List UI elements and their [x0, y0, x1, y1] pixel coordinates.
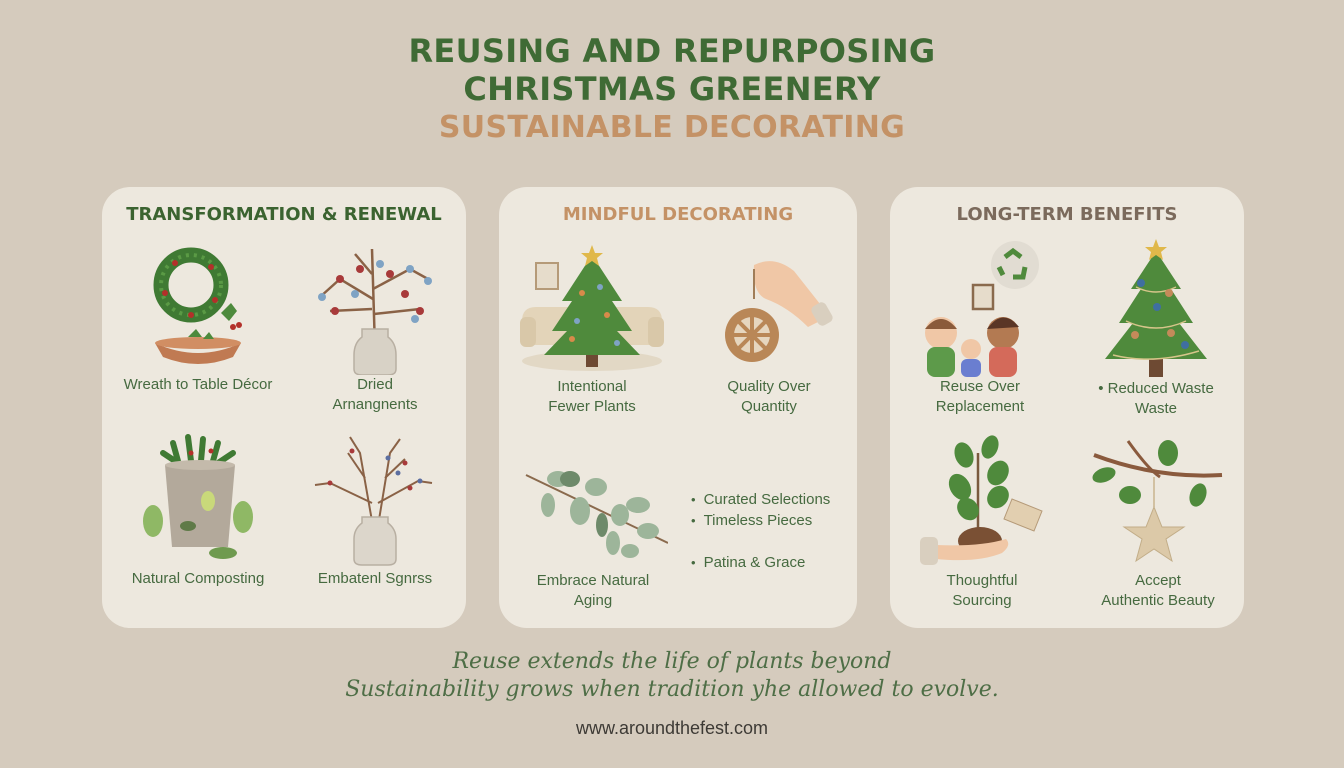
wreath-bowl-icon	[153, 247, 242, 364]
bullet-item: Patina & Grace	[691, 552, 830, 573]
berry-branch-vase-icon	[318, 248, 432, 375]
bullet-item: Timeless Pieces	[691, 510, 830, 531]
item-embrace-natural-aging: Embrace Natural Aging	[513, 465, 673, 611]
item-thoughtful-sourcing: Thoughtful Sourcing	[902, 433, 1062, 611]
family-recycle-icon	[925, 241, 1039, 377]
item-label: Natural Composting	[131, 570, 265, 587]
item-reduced-waste: • Reduced Waste Waste	[1076, 237, 1236, 419]
item-label: Accept	[1135, 572, 1181, 589]
card-transformation-renewal: TRANSFORMATION & RENEWAL Wreath to Table…	[102, 187, 466, 628]
card-long-term-benefits: LONG-TERM BENEFITS Reuse Over Replacemen…	[890, 187, 1244, 628]
item-label-line-2: Quantity	[741, 398, 797, 415]
item-label: Wreath to Table Décor	[123, 376, 273, 393]
item-label-line-2: Sourcing	[952, 592, 1012, 609]
item-embatenl-sgnrss: Embatenl Sgnrss	[290, 433, 460, 589]
item-label: Embatenl Sgnrss	[317, 570, 433, 587]
item-label-line-2: Fewer Plants	[548, 398, 636, 415]
item-dried-arrangements: Dried Arnangnents	[290, 239, 460, 415]
header: REUSING AND REPURPOSING CHRISTMAS GREENE…	[0, 32, 1344, 148]
item-accept-authentic-beauty: Accept Authentic Beauty	[1078, 439, 1238, 611]
item-label: Dried	[357, 376, 393, 393]
page-title-line-1: REUSING AND REPURPOSING	[408, 32, 936, 70]
item-reuse-over-replacement: Reuse Over Replacement	[900, 237, 1060, 417]
bare-branch-vase-icon	[314, 436, 433, 566]
card-title: MINDFUL DECORATING	[562, 204, 794, 225]
card-title: LONG-TERM BENEFITS	[956, 204, 1178, 225]
item-label: Thoughtful	[946, 572, 1018, 589]
hand-seedling-icon	[920, 435, 1043, 565]
item-label: • Reduced Waste	[1098, 380, 1214, 397]
eucalyptus-icon	[525, 471, 668, 558]
item-quality-over-quantity: Quality Over Quantity	[689, 255, 849, 417]
page-subtitle: SUSTAINABLE DECORATING	[438, 110, 906, 145]
item-label: Embrace Natural	[536, 572, 650, 589]
card-mindful-decorating: MINDFUL DECORATING Intentional Fewer Pla…	[499, 187, 857, 628]
compost-pot-icon	[143, 434, 253, 559]
branch-star-icon	[1092, 440, 1223, 563]
item-wreath-to-table: Wreath to Table Décor	[108, 245, 288, 395]
card-title: TRANSFORMATION & RENEWAL	[126, 204, 442, 225]
quote-line-1: Reuse extends the life of plants beyond	[452, 649, 892, 674]
footer-website-link[interactable]: www.aroundthefest.com	[575, 718, 769, 738]
item-label: Quality Over	[727, 378, 811, 395]
item-natural-composting: Natural Composting	[108, 431, 288, 589]
item-label-line-2: Waste	[1135, 400, 1177, 417]
item-label: Reuse Over	[939, 378, 1021, 395]
item-label-line-2: Arnangnents	[332, 396, 418, 413]
bullet-item: Curated Selections	[691, 489, 831, 510]
quote-line-2: Sustainability grows when tradition yhe …	[345, 677, 999, 702]
item-intentional-fewer-plants: Intentional Fewer Plants	[509, 243, 675, 417]
item-label-line-2: Authentic Beauty	[1101, 592, 1215, 609]
tree-sofa-icon	[520, 245, 664, 371]
item-label: Intentional	[557, 378, 627, 395]
page-title-line-2: CHRISTMAS GREENERY	[463, 70, 881, 108]
item-label-line-2: Replacement	[935, 398, 1025, 415]
mindful-bullet-list: Curated Selections Timeless Pieces Patin…	[691, 489, 831, 573]
hand-ornament-icon	[725, 261, 833, 362]
christmas-tree-icon	[1105, 239, 1207, 377]
item-label-line-2: Aging	[573, 592, 613, 609]
